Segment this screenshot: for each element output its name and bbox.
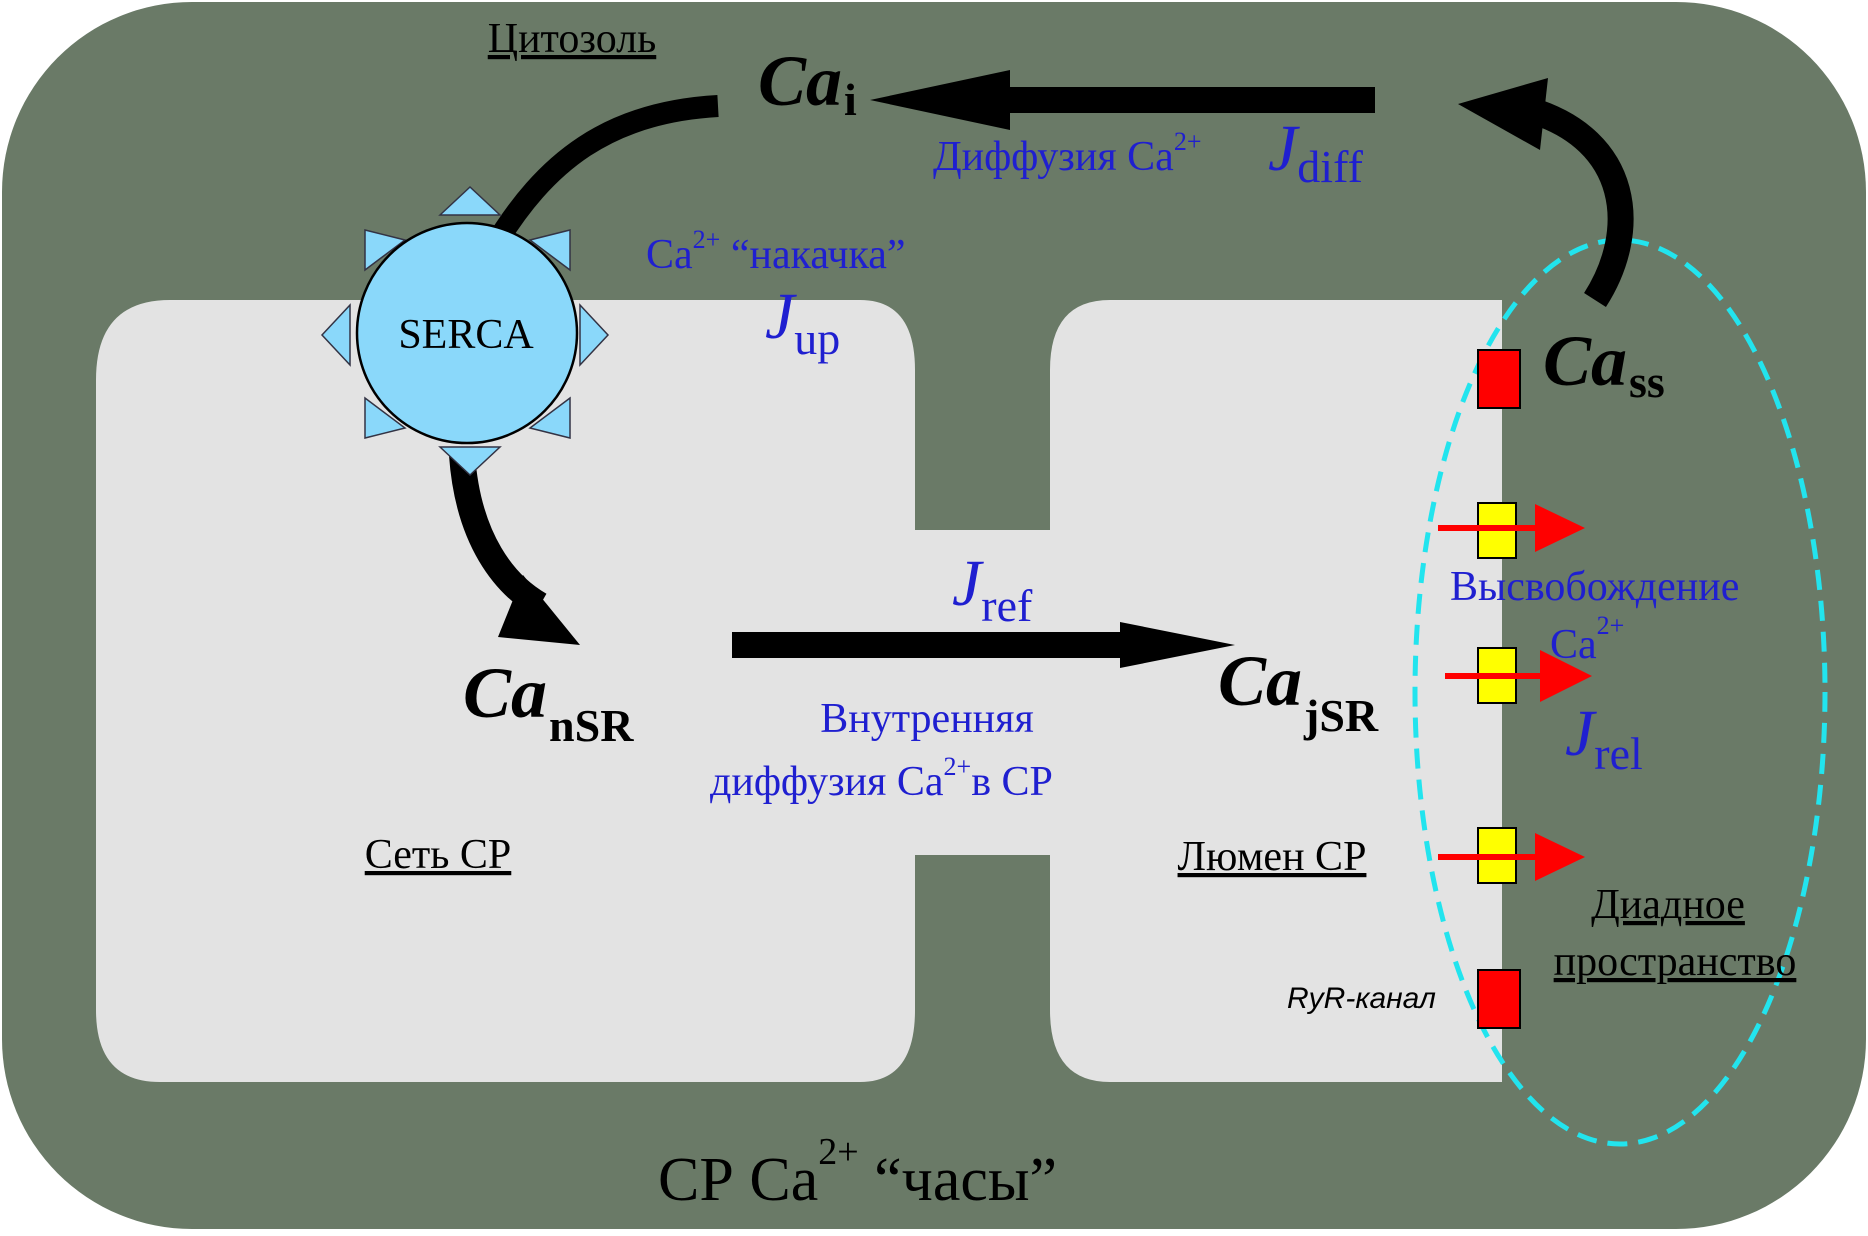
ca-nsr-label: CanSR xyxy=(463,653,634,751)
transfer-description-line1: Внутренняя xyxy=(820,696,1034,742)
release-channel-1 xyxy=(1438,502,1585,559)
sr-network-compartment xyxy=(96,300,1502,1082)
dyadic-space-outline xyxy=(1412,237,1828,1147)
uptake-description: Ca2+ “накачка” xyxy=(646,225,906,278)
dyadic-space-label-line2: пространство xyxy=(1554,939,1797,985)
ca-ss-efflux-arrowhead xyxy=(1458,78,1548,150)
ca-jsr-label: CajSR xyxy=(1218,641,1379,741)
j-rel-label: Jrel xyxy=(1565,697,1643,779)
ca-ss-efflux-arrow xyxy=(1525,97,1634,308)
j-ref-label: Jref xyxy=(952,547,1033,631)
serca-uptake-curve xyxy=(482,95,719,256)
serca-to-nsr-arrowhead xyxy=(498,575,580,645)
release-channel-3 xyxy=(1438,827,1585,884)
diffusion-arrowhead xyxy=(870,70,1010,130)
sr-network-label: Сеть СР xyxy=(365,832,512,878)
release-description-line2: Ca2+ xyxy=(1550,611,1624,668)
ca-i-label: Cai xyxy=(758,41,857,125)
ryr-channel-label: RyR-канал xyxy=(1287,982,1436,1015)
ca-ss-label: Cass xyxy=(1543,321,1665,407)
transfer-description-line2: диффузия Ca2+в СР xyxy=(710,752,1053,805)
serca-label: SERCA xyxy=(398,312,534,358)
ryr-channel-top xyxy=(1477,349,1521,409)
diagram-title: СР Ca2+ “часы” xyxy=(658,1131,1057,1214)
dyadic-space-label-line1: Диадное xyxy=(1591,882,1745,928)
release-channel-2 xyxy=(1445,647,1592,704)
release-description-line1: Высвобождение xyxy=(1450,564,1739,610)
j-diff-label: Jdiff xyxy=(1268,112,1364,192)
sr-lumen-label: Люмен СР xyxy=(1178,834,1367,880)
transfer-arrowhead xyxy=(1120,622,1235,668)
ryr-channel-bottom xyxy=(1477,969,1521,1029)
serca-pump xyxy=(320,185,610,477)
j-up-label: Jup xyxy=(765,280,840,364)
diffusion-description: Диффузия Ca2+ xyxy=(933,127,1201,180)
cytosol-label: Цитозоль xyxy=(488,16,657,62)
